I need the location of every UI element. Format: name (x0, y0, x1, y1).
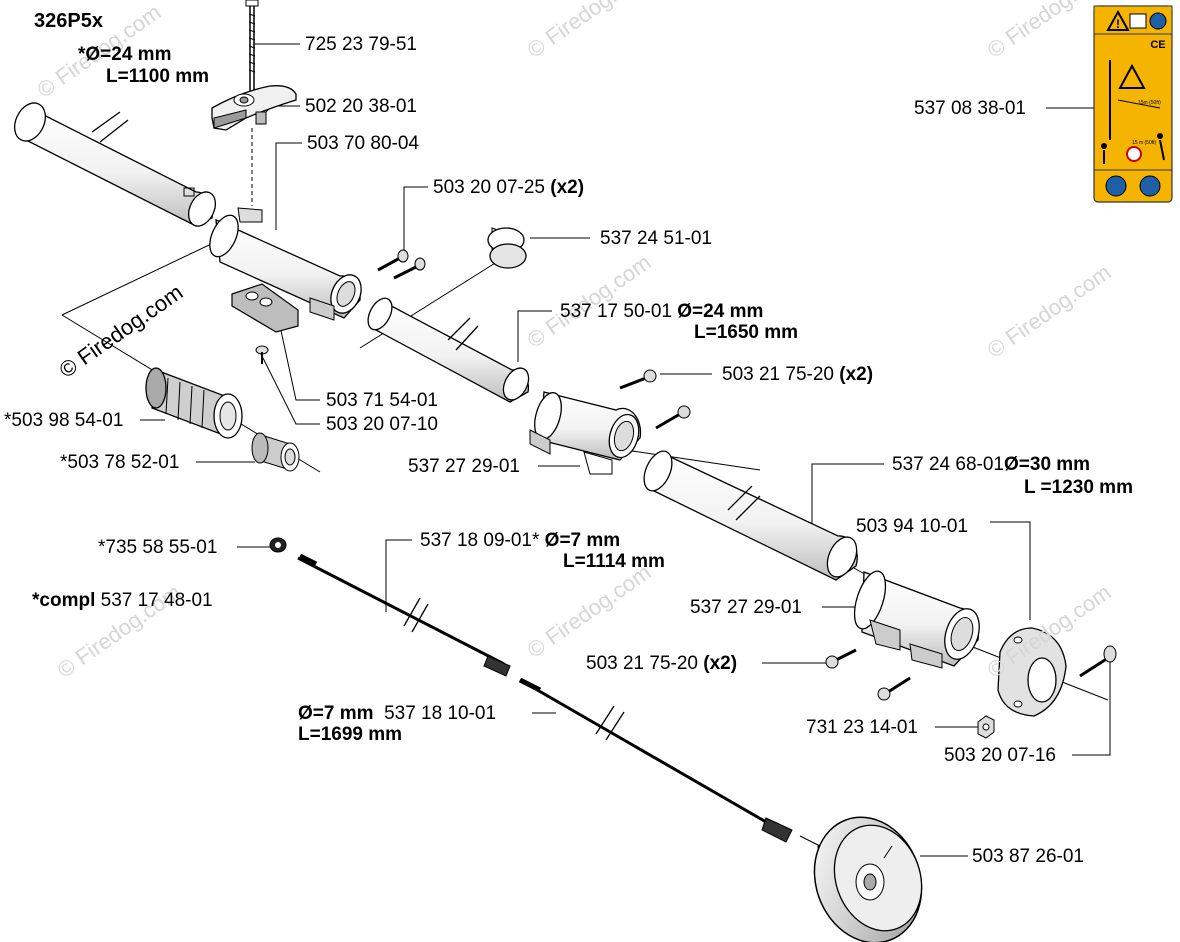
part-label: 537 27 29-01 (690, 597, 802, 618)
spec-middle-tube-diameter: Ø=24 mm (677, 301, 764, 322)
part-label: 537 27 29-01 (408, 456, 520, 477)
svg-text:CE: CE (1150, 39, 1165, 51)
warning-triangle-icon (1106, 9, 1130, 31)
gloves-icon (1105, 175, 1127, 197)
compl-part-label: *compl 537 17 48-01 (32, 590, 213, 611)
part-label: 503 87 26-01 (972, 846, 1084, 867)
part-label: 537 24 51-01 (600, 228, 712, 249)
part-label: 503 21 75-20 (x2) (586, 653, 738, 674)
bearing-503-98-54-01 (145, 367, 243, 439)
spec-lower-tube-length: L =1230 mm (1024, 477, 1133, 498)
part-label: 502 20 38-01 (305, 96, 417, 117)
drive-shaft-537-18-10-01 (518, 677, 821, 847)
lower-tube-537-24-68-01 (643, 450, 858, 581)
qty-label: (x2) (550, 177, 585, 198)
screws-503-21-75-20-upper (619, 369, 691, 430)
spec-middle-tube-length: L=1650 mm (694, 322, 799, 343)
warning-decal-537-08-38-01: ! CE 15m (50ft) 15 m (50ft) (1093, 5, 1173, 203)
part-label: 537 08 38-01 (914, 98, 1026, 119)
screws-503-21-75-20-lower (825, 648, 911, 701)
hazard-triangle-icon (1118, 63, 1146, 89)
svg-text:15m (50ft): 15m (50ft) (1138, 100, 1161, 106)
spec-upper-tube-diameter: *Ø=24 mm (78, 44, 172, 65)
part-label: Ø=7 mm 537 18 10-01 (298, 703, 497, 724)
svg-text:!: ! (1116, 17, 1120, 31)
part-label: *735 58 55-01 (98, 537, 218, 558)
plate-503-71-54-01 (231, 283, 299, 333)
manual-book-icon (1129, 13, 1147, 29)
part-label: 503 70 80-04 (307, 133, 419, 154)
spec-lower-tube-diameter: Ø=30 mm (1004, 454, 1091, 475)
part-label: 503 20 07-25 (x2) (433, 177, 585, 198)
spec-shaft1-diameter: Ø=7 mm (544, 530, 621, 551)
part-label: *503 98 54-01 (4, 410, 124, 431)
wing-knob-502-20-38-01 (211, 85, 297, 131)
spec-shaft2-length: L=1699 mm (298, 724, 403, 745)
part-label: 537 24 68-01Ø=30 mm (892, 454, 1091, 475)
screw-503-20-07-16 (1079, 645, 1117, 678)
model-title: 326P5x (34, 10, 103, 32)
part-label: 725 23 79-51 (305, 34, 417, 55)
part-label: 503 21 75-20 (x2) (722, 364, 874, 385)
part-label: 537 17 50-01 Ø=24 mm (560, 301, 764, 322)
clamp-537-27-29-01-lower (853, 570, 980, 669)
part-label: 731 23 14-01 (806, 717, 918, 738)
qty-label: (x2) (839, 364, 874, 385)
spec-shaft2-diameter: Ø=7 mm (298, 703, 374, 724)
part-label: 503 71 54-01 (326, 390, 438, 411)
part-label: 503 20 07-16 (944, 745, 1056, 766)
no-entry-icon (1126, 146, 1142, 162)
spec-shaft1-length: L=1114 mm (563, 551, 665, 572)
screw-503-20-07-10 (255, 345, 269, 364)
qty-label: (x2) (703, 653, 738, 674)
svg-text:15 m (50ft): 15 m (50ft) (1132, 140, 1157, 146)
bolt-725-23-79-51 (245, 0, 259, 206)
boots-icon (1139, 175, 1161, 197)
clamp-503-70-80-04 (209, 207, 362, 321)
screws-503-20-07-25 (377, 249, 426, 280)
washer-735-58-55-01 (269, 537, 287, 553)
part-label: 503 20 07-10 (326, 414, 438, 435)
upper-tube (14, 102, 217, 227)
part-label: *503 78 52-01 (60, 452, 180, 473)
nut-503-78-52-01 (251, 432, 300, 472)
middle-tube-537-17-50-01 (367, 297, 530, 403)
cover-503-94-10-01 (997, 627, 1067, 717)
clutch-drum-503-87-26-01 (813, 816, 923, 942)
part-label: 503 94 10-01 (856, 516, 968, 537)
part-label: 537 18 09-01* Ø=7 mm (420, 530, 621, 551)
drive-shaft-537-18-09-01 (297, 553, 511, 677)
bushing-537-24-51-01 (487, 227, 527, 269)
helmet-icon (1149, 12, 1167, 30)
clamp-537-27-29-01-upper (529, 391, 642, 475)
person-icon (1101, 143, 1107, 149)
spec-upper-tube-length: L=1100 mm (106, 66, 209, 87)
nut-731-23-14-01 (977, 715, 995, 739)
